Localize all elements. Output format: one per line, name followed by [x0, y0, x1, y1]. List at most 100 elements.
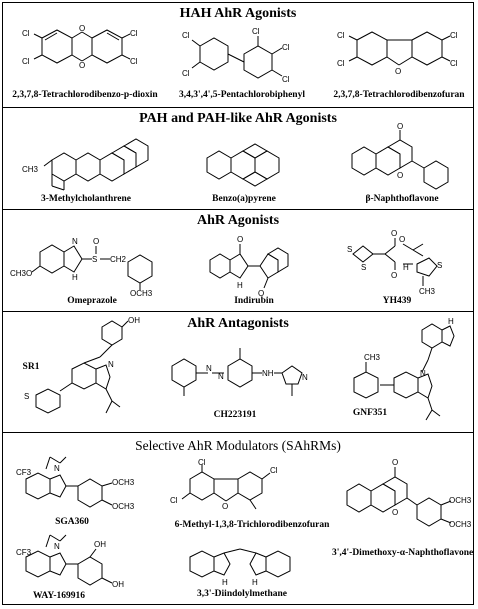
svg-text:S: S	[92, 255, 97, 264]
compound-label: 3-Methylcholanthrene	[40, 194, 132, 204]
svg-text:S: S	[361, 263, 366, 272]
svg-text:Cl: Cl	[198, 458, 206, 467]
svg-text:O: O	[391, 271, 397, 280]
section-title: PAH and PAH-like AhR Agonists	[139, 111, 337, 126]
compound-label: Benzo(a)pyrene	[212, 194, 276, 204]
section-title: Selective AhR Modulators (SAhRMs)	[135, 438, 341, 453]
svg-text:N: N	[420, 369, 426, 378]
svg-text:O: O	[397, 122, 403, 131]
svg-text:O: O	[93, 237, 99, 246]
compound-label: β-Naphthoflavone	[365, 194, 439, 204]
svg-text:H: H	[72, 273, 78, 282]
svg-text:N: N	[206, 364, 212, 373]
structure-dimethoxy-naphthoflavone: O O OCH3 OCH3	[346, 458, 472, 529]
structure-ch223191: N N NH N	[171, 348, 308, 396]
svg-text:Cl: Cl	[282, 75, 290, 84]
structure-diindolylmethane: H H	[189, 548, 291, 587]
compound-label: 2,3,7,8-Tetrachlorodibenzo-p-dioxin	[12, 90, 158, 100]
svg-text:O: O	[392, 458, 398, 467]
compound-label: Omeprazole	[67, 296, 117, 306]
svg-text:Cl: Cl	[22, 57, 30, 66]
svg-text:Cl: Cl	[252, 27, 260, 36]
svg-text:O: O	[395, 67, 401, 76]
svg-text:O: O	[79, 24, 85, 33]
compound-label: 3,4,3',4',5-Pentachlorobiphenyl	[179, 90, 305, 100]
svg-text:CH3: CH3	[22, 165, 39, 174]
svg-text:O: O	[79, 61, 85, 70]
svg-text:S: S	[347, 245, 352, 254]
svg-text:Cl: Cl	[182, 31, 190, 40]
structure-indirubin: O H O	[209, 235, 289, 298]
svg-text:N: N	[72, 237, 78, 246]
compound-label: SGA360	[55, 517, 89, 527]
structure-benzo-a-pyrene	[206, 143, 280, 187]
svg-text:N: N	[302, 373, 308, 382]
section-divider	[2, 432, 474, 433]
svg-text:H: H	[252, 578, 258, 587]
svg-text:OCH3: OCH3	[112, 502, 135, 511]
svg-text:CH3: CH3	[364, 353, 381, 362]
figure-frame	[2, 2, 474, 605]
svg-text:Cl: Cl	[337, 31, 345, 40]
svg-text:Cl: Cl	[450, 59, 458, 68]
svg-text:OH: OH	[112, 580, 124, 589]
compound-label: Indirubin	[234, 296, 274, 306]
svg-text:H: H	[237, 281, 243, 290]
svg-text:O: O	[222, 502, 228, 511]
svg-text:H: H	[222, 578, 228, 587]
compound-label: 3',4'-Dimethoxy-α-Naphthoflavone	[332, 548, 474, 558]
svg-text:O: O	[392, 508, 398, 517]
structure-3-methylcholanthrene: CH3	[22, 138, 149, 191]
svg-text:Cl: Cl	[170, 496, 178, 505]
compound-label: 3,3'-Diindolylmethane	[197, 589, 287, 599]
svg-text:Cl: Cl	[130, 29, 138, 38]
section-title: AhR Agonists	[196, 213, 280, 228]
structure-yh439: S S O O O H S CH3	[347, 229, 442, 296]
section-divider	[2, 107, 474, 108]
svg-text:Cl: Cl	[282, 43, 290, 52]
svg-text:Cl: Cl	[270, 466, 278, 475]
section-ahr-agonists: AhR Agonists CH3O S O CH2 N H OCH3 Omepr…	[2, 210, 474, 311]
svg-text:Cl: Cl	[182, 69, 190, 78]
section-pah-agonists: PAH and PAH-like AhR Agonists CH3 3-Meth…	[2, 108, 474, 209]
svg-text:Cl: Cl	[22, 29, 30, 38]
svg-text:CF3: CF3	[16, 468, 32, 477]
svg-text:Cl: Cl	[130, 57, 138, 66]
svg-text:NH: NH	[262, 369, 274, 378]
structure-tcdd: O O Cl Cl Cl Cl	[22, 24, 138, 70]
section-hah-agonists: HAH AhR Agonists O O Cl Cl Cl Cl 2,3,7,8…	[2, 2, 474, 107]
compound-label: YH439	[382, 296, 412, 306]
structure-omeprazole: CH3O S O CH2 N H OCH3	[10, 237, 153, 298]
svg-text:OH: OH	[94, 540, 106, 549]
compound-label: 6-Methyl-1,3,8-Trichlorodibenzofuran	[174, 520, 330, 530]
svg-text:OCH3: OCH3	[449, 496, 472, 505]
svg-text:O: O	[399, 235, 405, 244]
svg-text:CH3: CH3	[419, 287, 436, 296]
svg-text:CH3O: CH3O	[10, 269, 32, 278]
svg-text:S: S	[437, 261, 442, 270]
structure-gnf351: H N CH3	[353, 317, 455, 421]
section-title: AhR Antagonists	[187, 316, 289, 331]
structure-sga360: CF3 N OCH3 OCH3	[16, 456, 135, 511]
svg-text:N: N	[108, 360, 114, 369]
svg-text:O: O	[397, 171, 403, 180]
structure-6-methyl-trichlorodibenzofuran: Cl Cl Cl O	[170, 458, 278, 511]
section-sahrms: Selective AhR Modulators (SAhRMs) CF3 N …	[2, 433, 474, 605]
svg-text:H: H	[403, 263, 409, 272]
svg-text:O: O	[391, 229, 397, 238]
section-divider	[2, 209, 474, 210]
svg-text:Cl: Cl	[450, 31, 458, 40]
svg-text:OCH3: OCH3	[130, 289, 153, 298]
svg-text:N: N	[54, 464, 60, 473]
compound-label: SR1	[22, 362, 40, 372]
structure-way-169916: CF3 N OH OH	[16, 534, 124, 589]
svg-text:O: O	[237, 235, 243, 244]
section-title: HAH AhR Agonists	[179, 6, 297, 21]
svg-text:N: N	[54, 542, 60, 551]
svg-text:OH: OH	[128, 316, 140, 325]
svg-text:CH2: CH2	[110, 255, 127, 264]
compound-label: CH223191	[213, 410, 257, 420]
svg-text:S: S	[24, 392, 29, 401]
compound-label: 2,3,7,8-Tetrachlorodibenzofuran	[333, 90, 465, 100]
svg-text:H: H	[448, 317, 454, 326]
